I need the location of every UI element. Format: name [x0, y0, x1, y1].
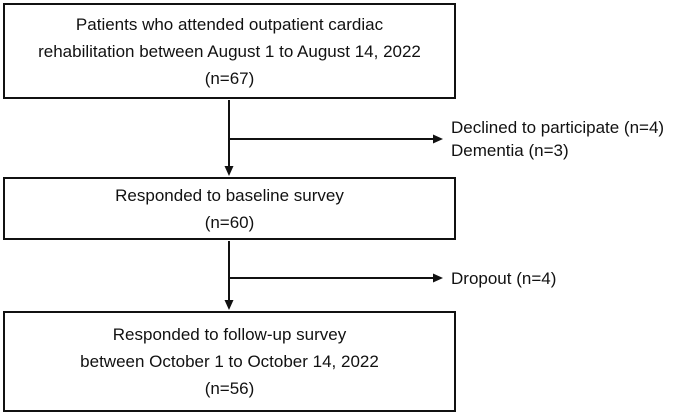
exclusion-text-line: Dementia (n=3) — [451, 141, 569, 160]
arrowhead-right-exclusion-1 — [433, 134, 443, 144]
flow-box-count: (n=56) — [204, 379, 255, 398]
flow-box-enrollment: Patients who attended outpatient cardiac… — [3, 3, 456, 99]
flow-box-count: (n=60) — [204, 212, 255, 232]
exclusion-note-after-baseline: Dropout (n=4) — [451, 267, 556, 290]
exclusion-text-line: Declined to participate (n=4) — [451, 118, 665, 137]
flow-box-text-line: Responded to baseline survey — [115, 185, 344, 205]
arrowhead-down-box2 — [224, 166, 234, 176]
flow-box-text-line: between October 1 to October 14, 2022 — [80, 352, 379, 371]
flow-box-text-line: Responded to follow-up survey — [112, 325, 347, 344]
exclusion-note-after-enrollment: Declined to participate (n=4) Dementia (… — [451, 116, 664, 162]
flow-box-text-line: rehabilitation between August 1 to Augus… — [38, 41, 421, 61]
flow-box-text-line: Patients who attended outpatient cardiac — [75, 14, 384, 34]
flow-box-followup-survey: Responded to follow-up survey between Oc… — [3, 311, 456, 412]
flow-box-count: (n=67) — [204, 68, 255, 88]
flow-box-baseline-survey: Responded to baseline survey (n=60) — [3, 177, 456, 240]
arrowhead-down-box3 — [224, 300, 234, 310]
arrowhead-right-exclusion-2 — [433, 273, 443, 283]
exclusion-text-line: Dropout (n=4) — [451, 269, 557, 288]
